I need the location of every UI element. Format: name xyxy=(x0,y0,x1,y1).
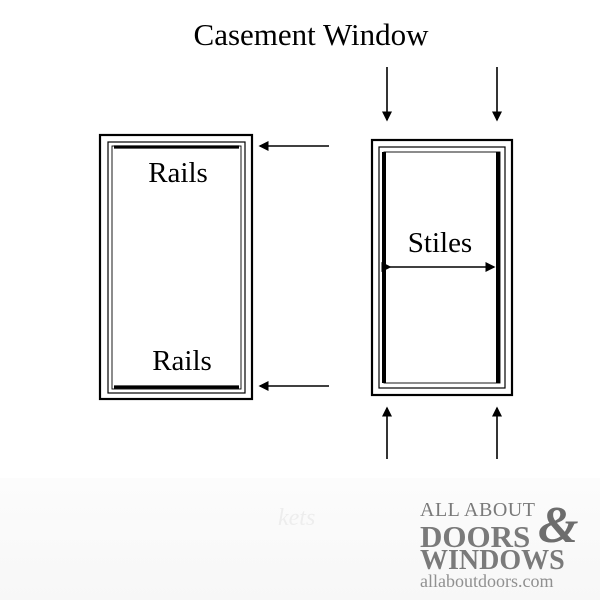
right-window-inner-frame xyxy=(378,146,506,389)
logo-doors: DOORS xyxy=(420,519,531,554)
left-bottom-rails-label: Rails xyxy=(152,345,212,377)
logo-ampersand: & xyxy=(538,497,579,554)
stiles-label: Stiles xyxy=(408,227,472,259)
diagram-title: Casement Window xyxy=(194,17,430,52)
left-window: Rails Rails xyxy=(98,133,254,401)
left-top-rails-label: Rails xyxy=(148,157,208,189)
right-window: Stiles xyxy=(370,138,514,397)
left-window-outer-frame xyxy=(98,133,254,401)
faint-watermark-text: kets xyxy=(278,505,316,531)
logo-url: allaboutdoors.com xyxy=(420,571,554,591)
allaboutdoors-logo: ALL ABOUT DOORS & WINDOWS allaboutdoors.… xyxy=(420,497,588,591)
left-window-inner-frame xyxy=(107,141,246,394)
logo-top-line: ALL ABOUT xyxy=(420,499,536,521)
logo-windows: WINDOWS xyxy=(420,545,565,576)
right-window-outer-frame xyxy=(370,138,514,397)
watermark-band xyxy=(0,478,600,600)
